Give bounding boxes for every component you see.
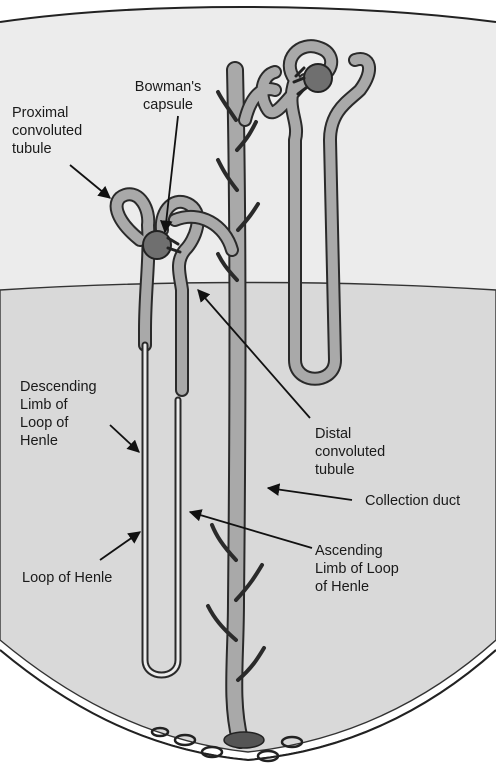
label-descending-limb: Descending Limb of Loop of Henle bbox=[20, 378, 97, 450]
label-bowmans-capsule: Bowman's capsule bbox=[120, 78, 216, 114]
label-ascending-limb: Ascending Limb of Loop of Henle bbox=[315, 542, 399, 596]
label-collection-duct: Collection duct bbox=[365, 492, 460, 510]
label-proximal-convoluted-tubule: Proximal convoluted tubule bbox=[12, 104, 82, 158]
label-loop-of-henle: Loop of Henle bbox=[22, 569, 112, 587]
medulla-region bbox=[0, 283, 496, 753]
label-distal-convoluted-tubule: Distal convoluted tubule bbox=[315, 425, 385, 479]
